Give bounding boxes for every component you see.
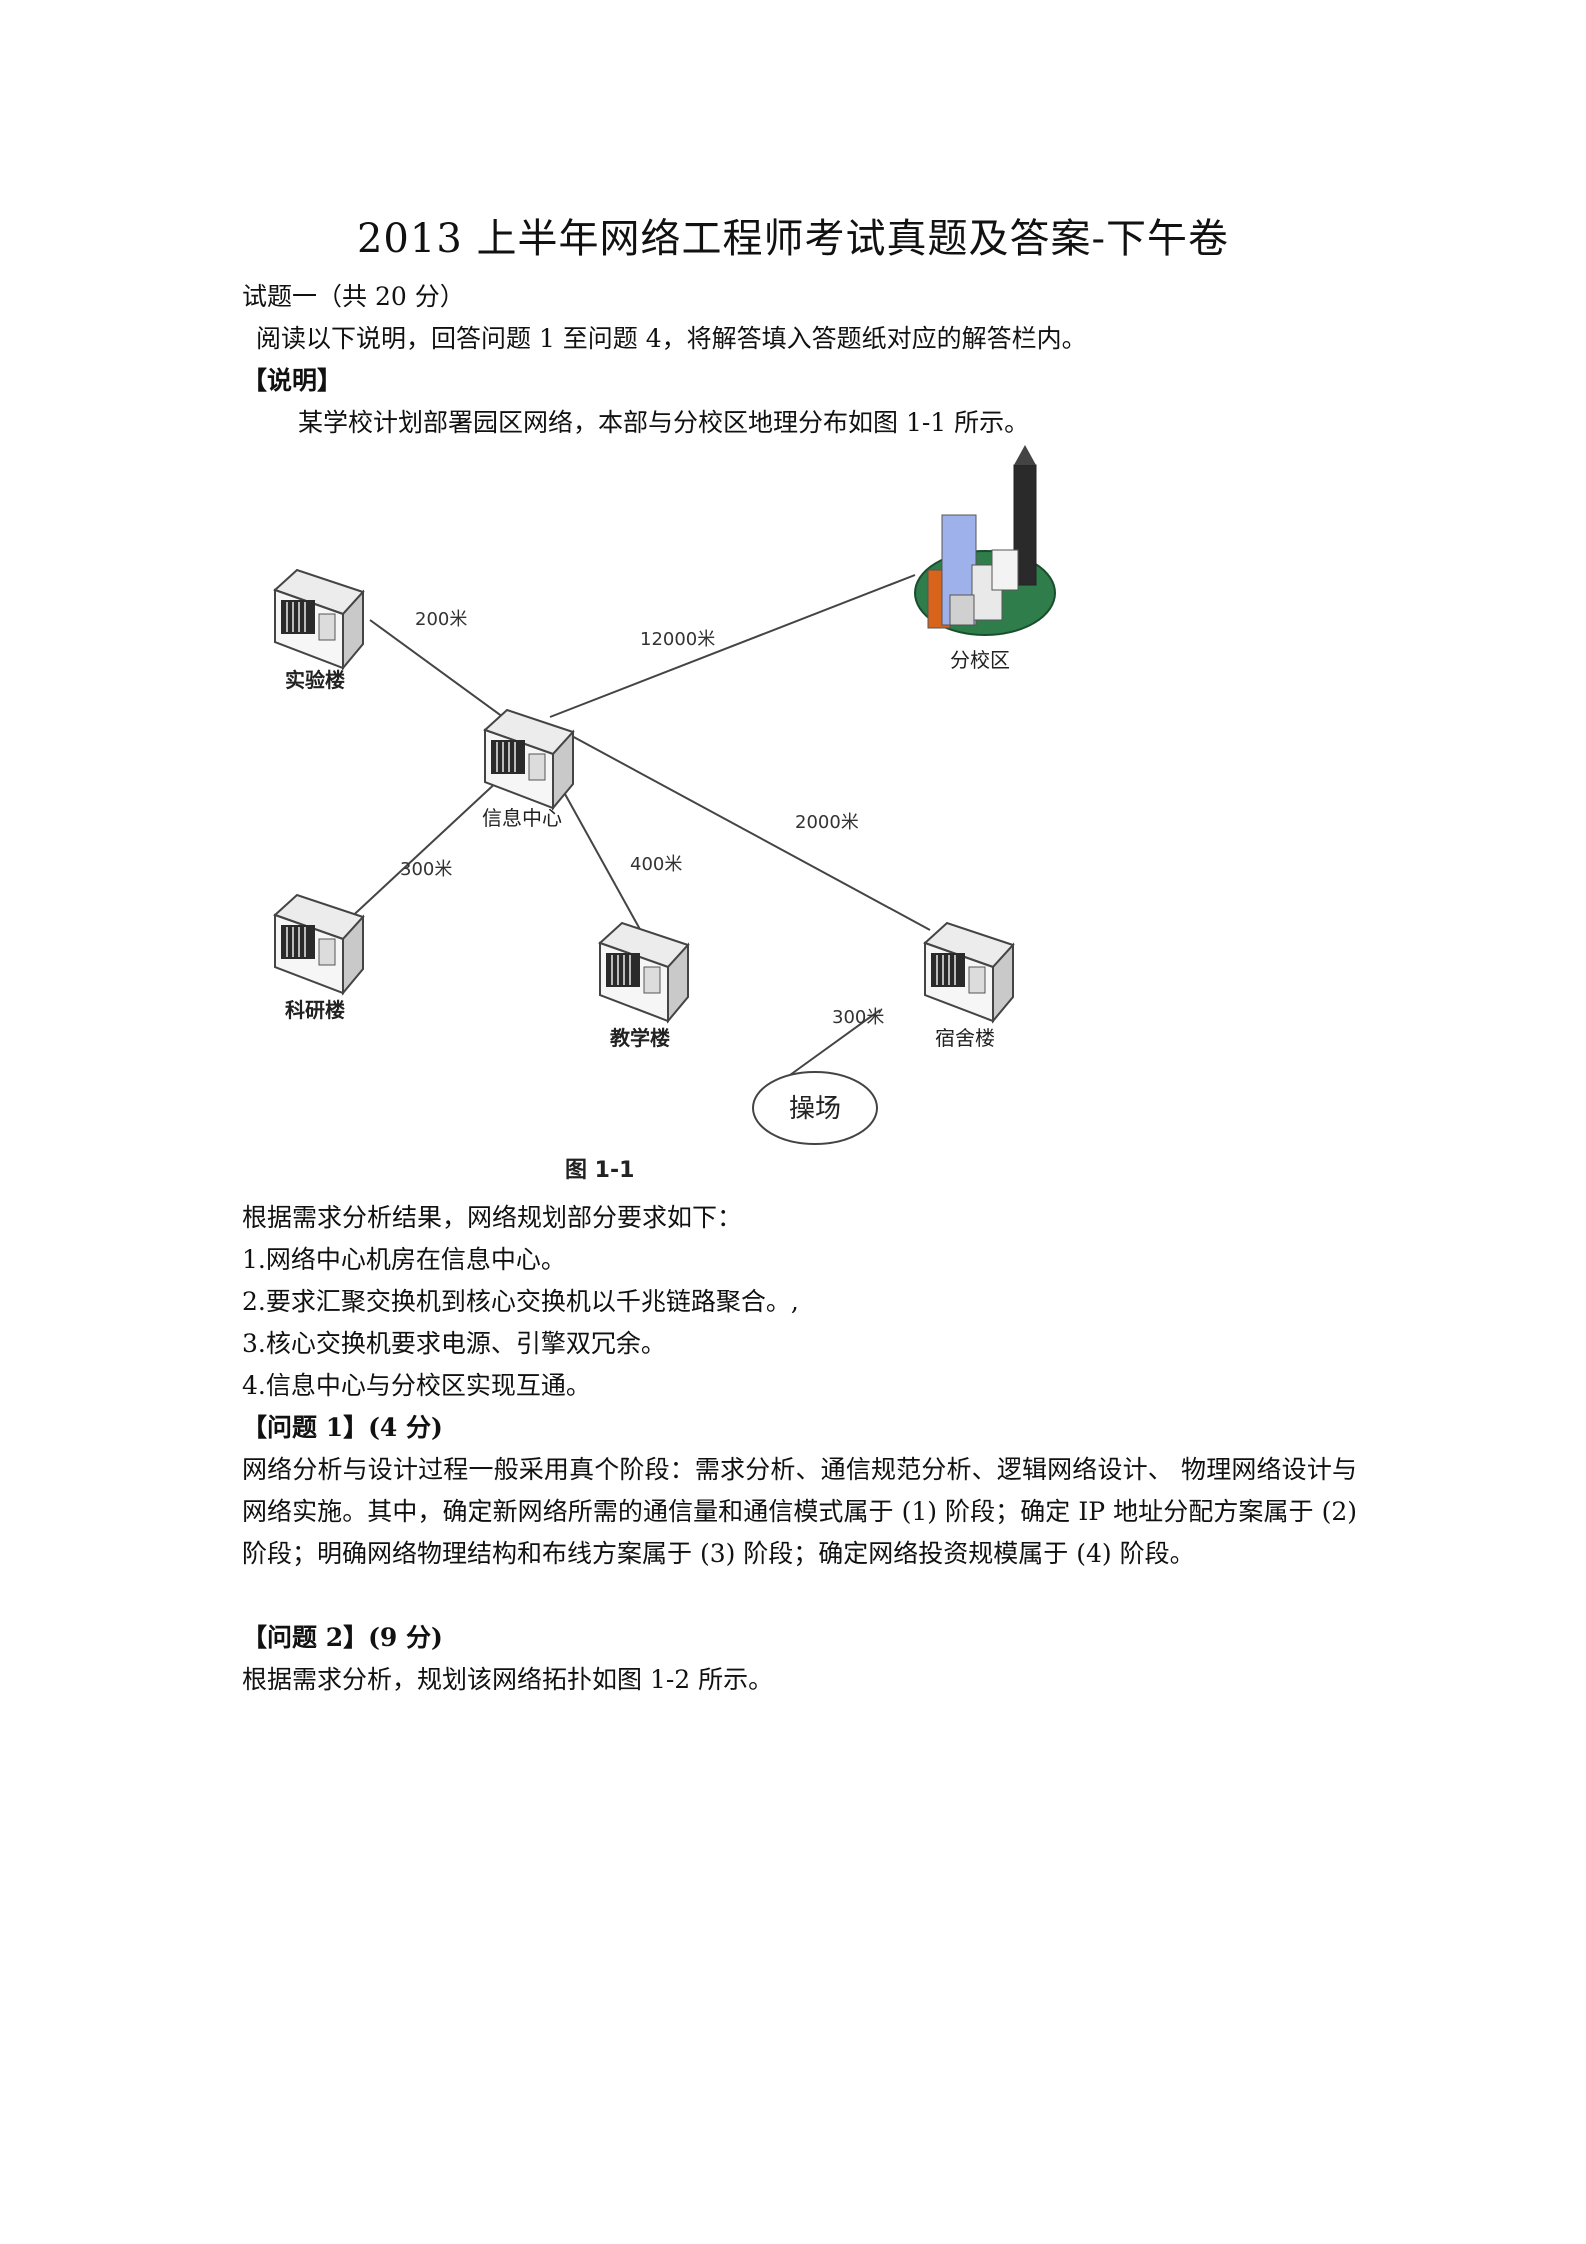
link-label-center-branch: 12000米 xyxy=(640,629,715,650)
link-dorm-field xyxy=(789,1009,881,1076)
requirement-item: 1.网络中心机房在信息中心。 xyxy=(242,1245,566,1274)
link-center-branch xyxy=(549,574,916,718)
question1-text: 网络分析与设计过程一般采用真个阶段：需求分析、通信规范分析、逻辑网络设计、 物理… xyxy=(242,1455,1357,1568)
node-label-teaching: 教学楼 xyxy=(610,1026,670,1050)
section-heading: 试题一（共 20 分） xyxy=(242,282,465,311)
node-label-center: 信息中心 xyxy=(482,806,562,830)
question2-text: 根据需求分析，规划该网络拓扑如图 1-2 所示。 xyxy=(242,1665,774,1694)
link-label-lab-center: 200米 xyxy=(415,609,467,630)
server-icon-center xyxy=(484,709,574,809)
explanation-label: 【说明】 xyxy=(242,366,343,395)
node-label-branch: 分校区 xyxy=(950,648,1010,672)
node-label-research: 科研楼 xyxy=(285,998,345,1022)
question1-label: 【问题 1】(4 分) xyxy=(242,1413,443,1442)
node-label-field: 操场 xyxy=(789,1094,841,1124)
link-label-center-teaching: 400米 xyxy=(630,854,682,875)
figure-caption: 图 1-1 xyxy=(565,1158,634,1183)
server-icon-research xyxy=(274,894,364,994)
explanation-text: 某学校计划部署园区网络，本部与分校区地理分布如图 1-1 所示。 xyxy=(298,408,1030,437)
question2-label: 【问题 2】(9 分) xyxy=(242,1623,443,1652)
link-center-research xyxy=(344,764,516,924)
server-icon-lab xyxy=(274,569,364,669)
link-label-center-research: 300米 xyxy=(400,859,452,880)
node-label-dorm: 宿舍楼 xyxy=(935,1026,995,1050)
link-label-center-dorm: 2000米 xyxy=(795,812,859,833)
instruction-text: 阅读以下说明，回答问题 1 至问题 4，将解答填入答题纸对应的解答栏内。 xyxy=(256,324,1087,353)
requirement-item: 3.核心交换机要求电源、引擎双冗余。 xyxy=(242,1329,666,1358)
requirement-item: 2.要求汇聚交换机到核心交换机以千兆链路聚合。, xyxy=(242,1287,799,1316)
network-topology-diagram: 200米 12000米 2000米 300米 400米 300米 实验楼 信息中… xyxy=(274,445,1056,1183)
server-icon-teaching xyxy=(599,922,689,1022)
requirements-intro: 根据需求分析结果，网络规划部分要求如下： xyxy=(242,1203,743,1232)
link-center-dorm xyxy=(569,734,931,931)
node-label-lab: 实验楼 xyxy=(285,668,345,692)
link-lab-center xyxy=(369,619,526,734)
building-icon-branch xyxy=(914,445,1056,636)
page-title: 2013 上半年网络工程师考试真题及答案-下午卷 xyxy=(356,216,1230,262)
link-label-dorm-field: 300米 xyxy=(832,1007,884,1028)
playground-ellipse xyxy=(752,1071,878,1145)
server-icon-dorm xyxy=(924,922,1014,1022)
requirement-item: 4.信息中心与分校区实现互通。 xyxy=(242,1371,591,1400)
